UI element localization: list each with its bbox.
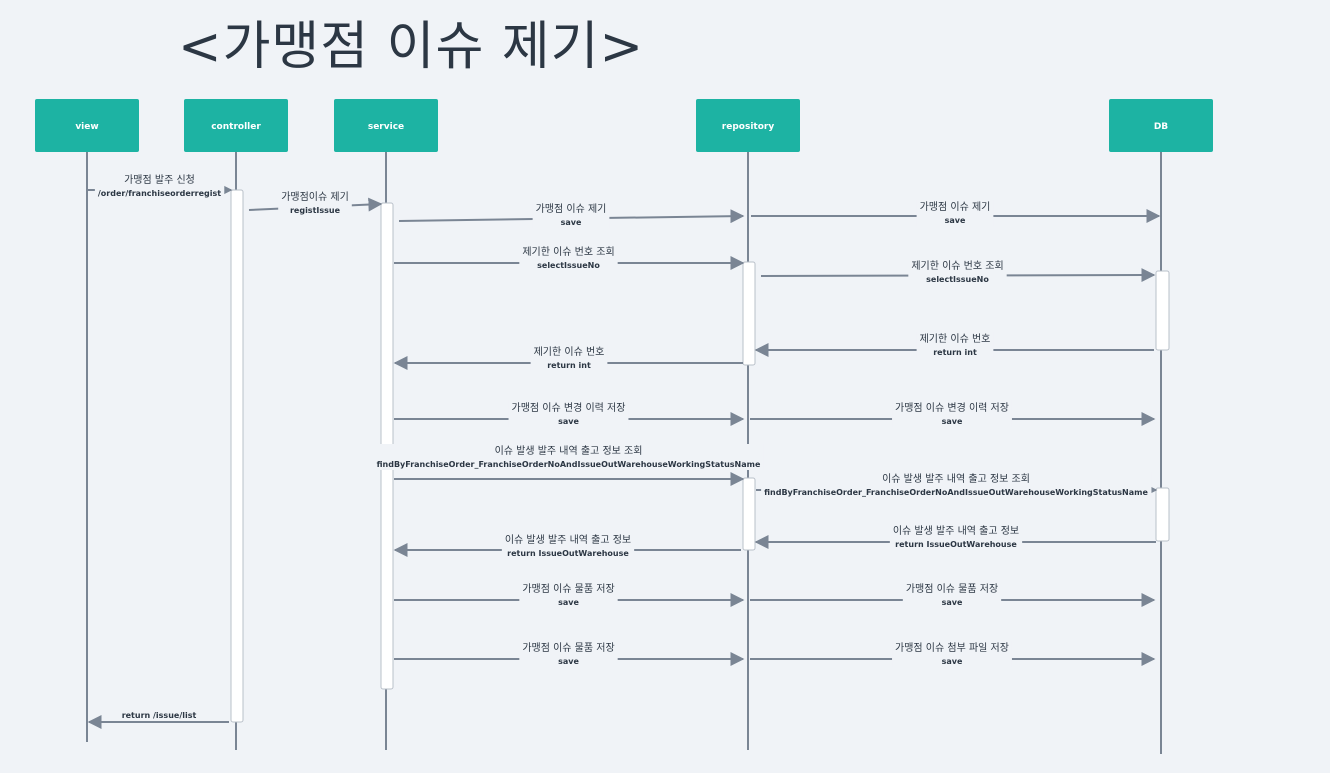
- message-19: return /issue/list: [87, 710, 229, 729]
- actor-box: [334, 99, 438, 152]
- actor-box: [35, 99, 139, 152]
- message-label: 가맹점 발주 신청: [124, 174, 195, 186]
- actor-box: [184, 99, 288, 152]
- message-label: 이슈 발생 발주 내역 출고 정보 조회: [882, 473, 1030, 485]
- message-1: 가맹점 발주 신청/order/franchiseorderregist: [88, 173, 233, 199]
- message-15: 가맹점 이슈 물품 저장 save: [394, 582, 745, 608]
- message-18: 가맹점 이슈 첨부 파일 저장 save: [750, 641, 1156, 667]
- message-4: 가맹점 이슈 제기 save: [751, 200, 1161, 226]
- message-method: return IssueOutWarehouse: [507, 549, 629, 558]
- message-11: 이슈 발생 발주 내역 출고 정보 조회 findByFranchiseOrder…: [373, 444, 764, 486]
- message-label: 가맹점 이슈 제기: [920, 201, 991, 213]
- message-label: 가맹점 이슈 첨부 파일 저장: [895, 642, 1009, 654]
- activation-bar-repository: [742, 477, 756, 551]
- activation-bar-db: [1155, 487, 1170, 542]
- actor-box: [1109, 99, 1213, 152]
- activation-bar-db: [1155, 270, 1170, 351]
- actor-repository: repository: [696, 99, 800, 152]
- message-method: selectIssueNo: [926, 275, 989, 284]
- actor-db: DB: [1109, 99, 1213, 152]
- actor-label: view: [75, 122, 98, 132]
- actor-box: [696, 99, 800, 152]
- actor-view: view: [35, 99, 139, 152]
- message-17: 가맹점 이슈 물품 저장 save: [394, 641, 745, 667]
- message-label: 제기한 이슈 번호 조회: [911, 260, 1003, 272]
- message-method: return IssueOutWarehouse: [895, 540, 1017, 549]
- message-label: 이슈 발생 발주 내역 출고 정보: [893, 525, 1019, 537]
- message-method: /order/franchiseorderregist: [98, 189, 221, 198]
- message-label: 가맹점 이슈 물품 저장: [522, 642, 614, 654]
- message-label: 가맹점이슈 제기: [281, 191, 349, 203]
- message-16: 가맹점 이슈 물품 저장 save: [750, 582, 1156, 608]
- message-method: save: [561, 218, 582, 227]
- actor-controller: controller: [184, 99, 288, 152]
- message-label: 가맹점 이슈 변경 이력 저장: [895, 401, 1009, 414]
- message-label: 가맹점 이슈 물품 저장: [906, 583, 998, 595]
- message-method: save: [558, 598, 579, 607]
- message-12: 이슈 발생 발주 내역 출고 정보 조회 findByFranchiseOrder…: [756, 472, 1158, 498]
- message-label: 제기한 이슈 번호: [920, 333, 991, 345]
- message-method: save: [942, 657, 963, 666]
- message-label: 가맹점 이슈 변경 이력 저장: [512, 401, 626, 414]
- message-method: return int: [933, 348, 977, 357]
- actor-label: repository: [722, 122, 775, 132]
- message-7: 제기한 이슈 번호 return int: [754, 332, 1154, 358]
- message-9: 가맹점 이슈 변경 이력 저장 save: [394, 400, 745, 427]
- message-method: save: [558, 417, 579, 426]
- message-method: save: [942, 598, 963, 607]
- message-method: findByFranchiseOrder_FranchiseOrderNoAnd…: [377, 460, 761, 469]
- message-5: 제기한 이슈 번호 조회 selectIssueNo: [394, 245, 745, 271]
- page-title: <가맹점 이슈 제기>: [178, 17, 645, 77]
- message-3: 가맹점 이슈 제기 save: [398, 202, 745, 228]
- message-10: 가맹점 이슈 변경 이력 저장 save: [750, 400, 1156, 427]
- message-label: 이슈 발생 발주 내역 출고 정보: [505, 534, 631, 546]
- message-13: 이슈 발생 발주 내역 출고 정보 return IssueOutWarehous…: [754, 524, 1156, 550]
- message-label: 이슈 발생 발주 내역 출고 정보 조회: [495, 445, 643, 457]
- actor-label: service: [368, 122, 404, 132]
- message-6: 제기한 이슈 번호 조회 selectIssueNo: [760, 259, 1156, 285]
- actor-label: DB: [1154, 122, 1168, 132]
- activation-bar-controller: [230, 189, 244, 723]
- message-label: 가맹점 이슈 물품 저장: [522, 583, 614, 595]
- message-14: 이슈 발생 발주 내역 출고 정보 return IssueOutWarehous…: [393, 533, 741, 559]
- actor-label: controller: [211, 122, 261, 132]
- message-method: selectIssueNo: [537, 261, 600, 270]
- message-label: 제기한 이슈 번호: [534, 346, 605, 358]
- message-label: 제기한 이슈 번호 조회: [522, 246, 614, 258]
- activation-bar-repository: [742, 261, 756, 366]
- message-method: save: [942, 417, 963, 426]
- message-8: 제기한 이슈 번호 return int: [393, 345, 743, 371]
- message-method: return int: [547, 361, 591, 370]
- message-method: registIssue: [290, 206, 341, 215]
- actor-service: service: [334, 99, 438, 152]
- message-2: 가맹점이슈 제기 registIssue: [248, 190, 383, 216]
- message-method: findByFranchiseOrder_FranchiseOrderNoAnd…: [764, 488, 1148, 497]
- message-method: return /issue/list: [122, 711, 197, 720]
- message-label: 가맹점 이슈 제기: [536, 203, 607, 215]
- message-method: save: [558, 657, 579, 666]
- message-method: save: [945, 216, 966, 225]
